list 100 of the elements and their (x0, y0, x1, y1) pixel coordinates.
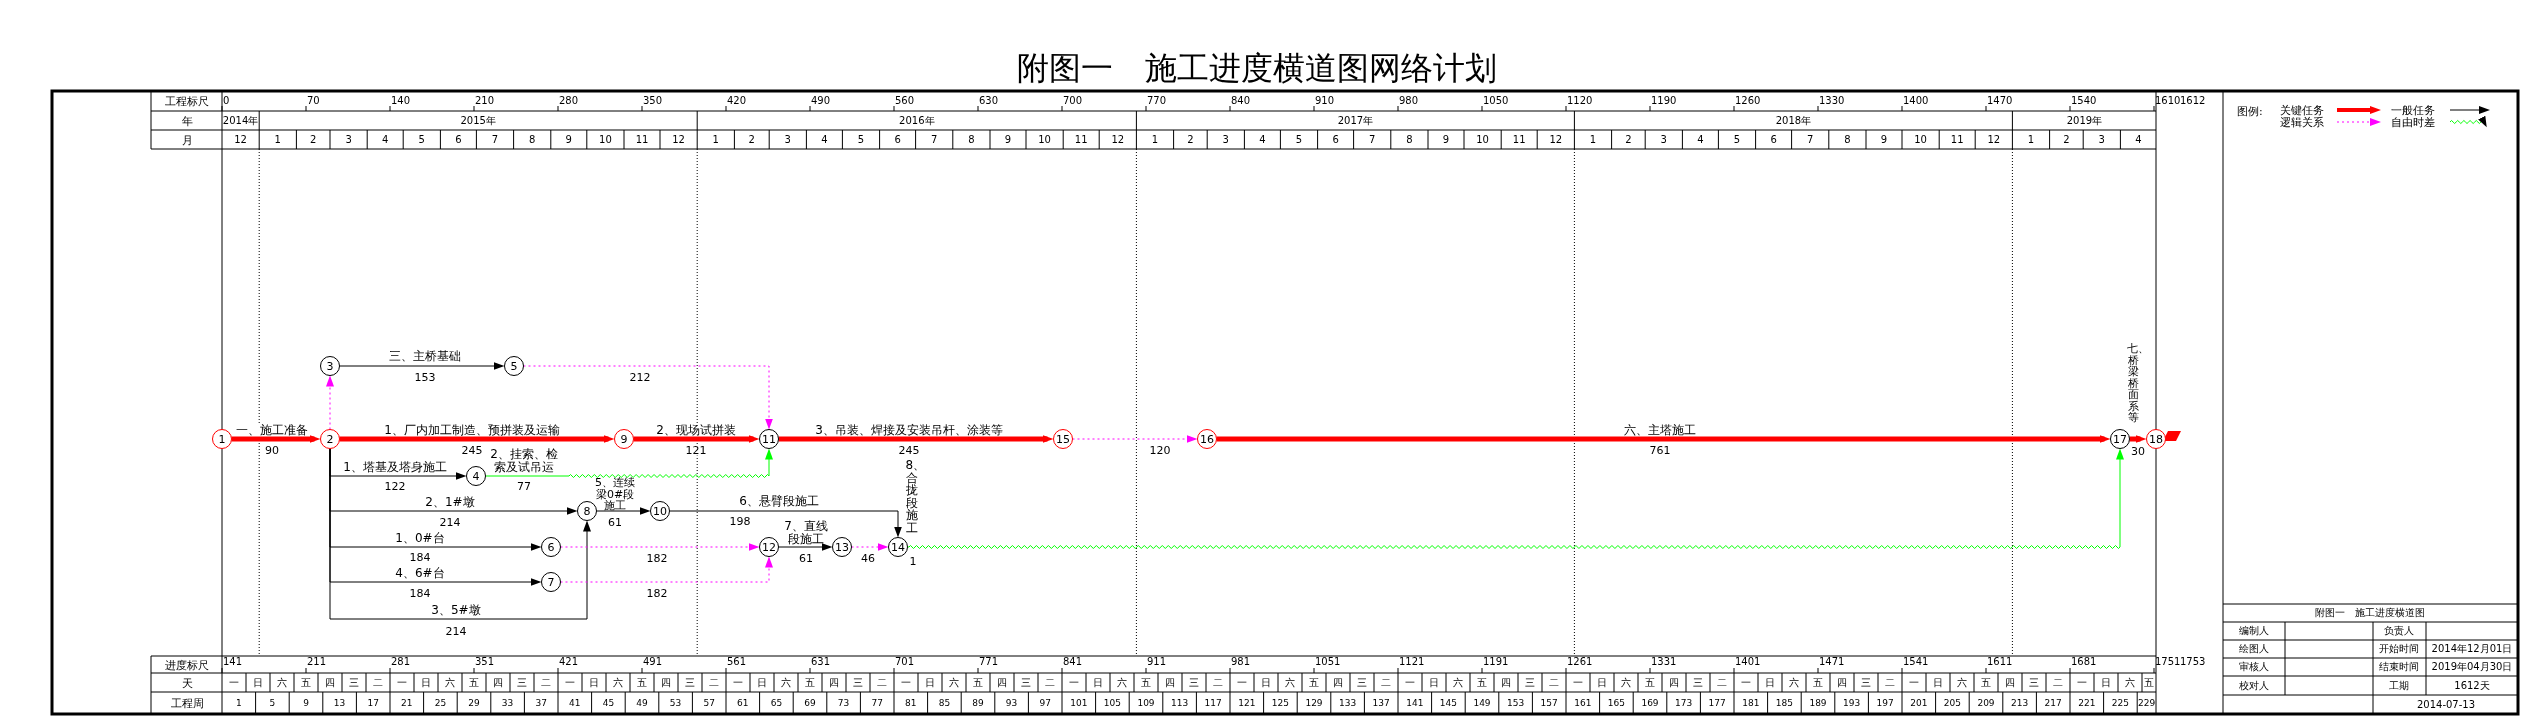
weekday-label: 一 (229, 677, 239, 688)
weekday-label: 四 (829, 677, 839, 688)
event-circle: 18 (2146, 429, 2166, 449)
week-number: 153 (1507, 698, 1525, 708)
duration-label: 30 (2131, 445, 2145, 457)
duration-label: 184 (409, 551, 431, 563)
scale-number: 910 (1315, 96, 1335, 106)
scale-number: 770 (1147, 96, 1167, 106)
month-label: 7 (491, 134, 499, 145)
month-label: 1 (274, 134, 281, 145)
month-label: 2 (748, 134, 755, 145)
row-header: 进度标尺 (165, 659, 209, 670)
week-number: 73 (837, 698, 850, 708)
weekday-label: 一 (1741, 677, 1751, 688)
scale-number: 351 (475, 657, 495, 667)
scale-number: 911 (1147, 657, 1167, 667)
event-circle: 17 (2110, 429, 2130, 449)
scale-number: 1121 (1399, 657, 1425, 667)
weekday-label: 六 (445, 677, 455, 688)
weekday-label: 二 (373, 677, 383, 688)
weekday-label: 三 (517, 677, 527, 688)
weekday-label: 六 (1789, 677, 1799, 688)
week-number: 161 (1574, 698, 1592, 708)
row-header: 月 (181, 134, 193, 145)
week-number: 45 (602, 698, 615, 708)
week-number: 165 (1607, 698, 1625, 708)
month-label: 11 (1950, 134, 1964, 145)
scale-number: 1120 (1567, 96, 1593, 106)
weekday-label: 四 (493, 677, 503, 688)
arrow (231, 435, 321, 443)
task-label: 5、连续梁0#段施工 (594, 476, 636, 512)
scale-number: 701 (895, 657, 915, 667)
task-label: 7、直线段施工 (783, 520, 829, 546)
year-label: 2015年 (460, 115, 496, 126)
weekday-label: 六 (781, 677, 791, 688)
month-label: 2 (310, 134, 317, 145)
month-label: 12 (672, 134, 685, 145)
task-label: 1、塔基及塔身施工 (343, 461, 447, 473)
year-label: 2014年 (222, 115, 259, 126)
scale-number: 840 (1231, 96, 1251, 106)
month-label: 2 (2063, 134, 2070, 145)
week-number: 209 (1977, 698, 1995, 708)
weekday-label: 三 (1525, 677, 1535, 688)
scale-number: 1471 (1819, 657, 1845, 667)
dotted-arrow (326, 375, 334, 430)
week-number: 97 (1039, 698, 1051, 708)
week-number: 149 (1473, 698, 1491, 708)
week-number: 93 (1005, 698, 1018, 708)
scale-number: 771 (979, 657, 999, 667)
weekday-label: 日 (757, 677, 767, 688)
event-circle: 10 (650, 501, 670, 521)
scale-number: 1540 (2071, 96, 2097, 106)
month-label: 9 (1004, 134, 1012, 145)
week-number: 101 (1070, 698, 1088, 708)
week-number: 113 (1171, 698, 1189, 708)
month-label: 7 (1807, 134, 1814, 145)
title-block-text: 校对人 (2239, 680, 2269, 691)
task-label: 2、现场试拼装 (656, 424, 736, 436)
week-number: 169 (1641, 698, 1659, 708)
event-circle: 11 (759, 429, 779, 449)
task-label: 六、主塔施工 (1624, 424, 1696, 436)
month-label: 5 (418, 134, 425, 145)
event-circle: 5 (504, 356, 524, 376)
week-number: 189 (1809, 698, 1827, 708)
event-circle: 13 (832, 537, 852, 557)
scale-number: 490 (811, 96, 831, 106)
event-circle: 7 (541, 572, 561, 592)
month-label: 10 (599, 134, 612, 145)
event-circle: 8 (577, 501, 597, 521)
scale-number: 1260 (1735, 96, 1761, 106)
weekday-label: 二 (1045, 677, 1055, 688)
event-circle: 12 (759, 537, 779, 557)
scale-number: 141 (223, 657, 243, 667)
scale-number: 1751 (2155, 657, 2181, 667)
month-label: 1 (1151, 134, 1159, 145)
weekday-label: 六 (1117, 677, 1127, 688)
month-label: 11 (635, 134, 649, 145)
week-number: 217 (2044, 698, 2062, 708)
date-label: 2014-07-13 (2416, 699, 2476, 710)
weekday-label: 五 (1477, 677, 1487, 688)
duration-label: 61 (799, 552, 813, 564)
week-number: 25 (434, 698, 447, 708)
duration-label: 120 (1149, 444, 1171, 456)
weekday-label: 六 (613, 677, 623, 688)
month-label: 10 (1914, 134, 1927, 145)
weekday-label: 四 (661, 677, 671, 688)
weekday-label: 一 (901, 677, 911, 688)
row-header: 年 (181, 115, 193, 126)
week-number: 141 (1406, 698, 1424, 708)
month-label: 8 (968, 134, 975, 145)
scale-number: 1470 (1987, 96, 2013, 106)
title-block-text: 审核人 (2239, 662, 2269, 672)
weekday-label: 六 (1285, 677, 1295, 688)
legend-text: 自由时差 (2391, 116, 2435, 128)
year-label: 2018年 (1775, 115, 1812, 126)
weekday-label: 四 (1501, 677, 1511, 688)
dotted-arrow (523, 365, 773, 430)
scale-number: 0 (223, 96, 230, 106)
week-number: 17 (367, 698, 379, 708)
duration-label: 214 (445, 625, 467, 637)
